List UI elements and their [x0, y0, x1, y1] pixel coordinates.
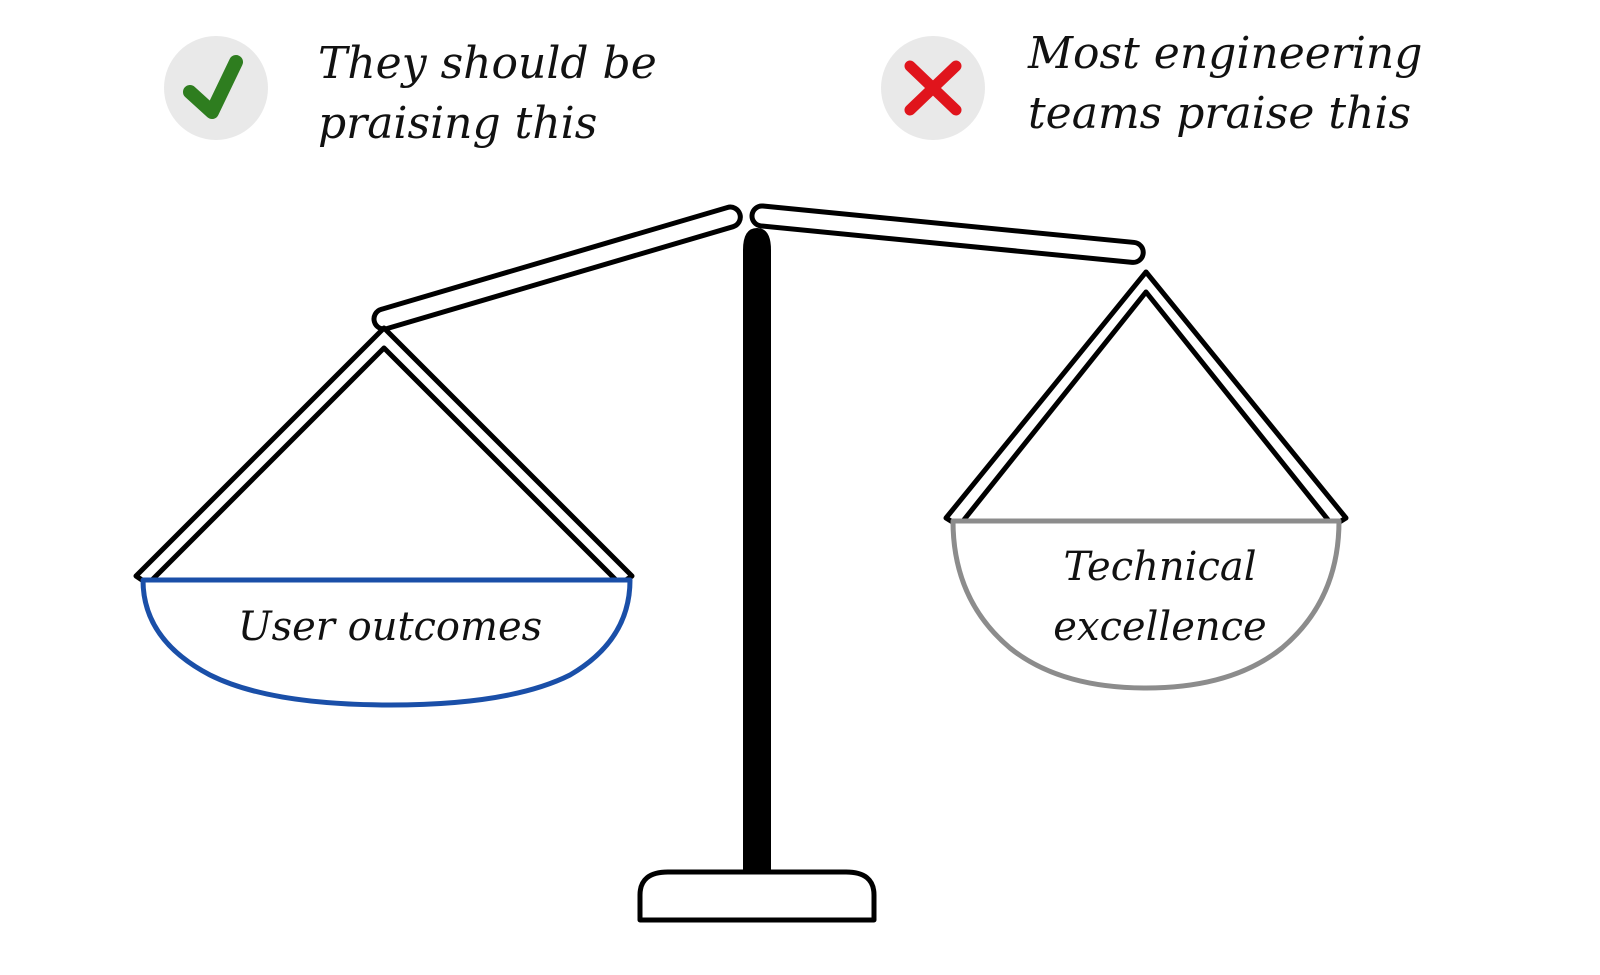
- checkmark-icon: [183, 55, 243, 119]
- right-pan-label-line1: Technical: [1063, 544, 1256, 590]
- scale-hanger-left: [133, 325, 635, 587]
- right-pan-label-line2: excellence: [1053, 604, 1266, 650]
- legend-bad-line2: teams praise this: [1028, 88, 1411, 139]
- legend-good-line2: praising this: [318, 98, 597, 149]
- legend-good-line1: They should be: [318, 38, 657, 89]
- left-pan-label: User outcomes: [238, 604, 542, 650]
- right-pan-bowl: [950, 518, 1342, 691]
- cross-icon: [904, 60, 962, 116]
- scale-pan-left: User outcomes: [140, 577, 633, 708]
- scale-beam-right: [749, 203, 1146, 265]
- legend-good: They should be praising this: [164, 36, 657, 149]
- balance-scale: User outcomes Technical excellence: [133, 203, 1349, 923]
- scale-base: [637, 869, 877, 923]
- scale-hanger-right: [943, 269, 1349, 529]
- scale-beam-left: [371, 204, 743, 332]
- left-pan-bowl: [140, 577, 633, 708]
- legend-bad: Most engineering teams praise this: [881, 28, 1422, 140]
- legend-bad-line1: Most engineering: [1027, 28, 1422, 79]
- scale-pillar: [743, 228, 771, 872]
- scale-pan-right: Technical excellence: [950, 518, 1342, 691]
